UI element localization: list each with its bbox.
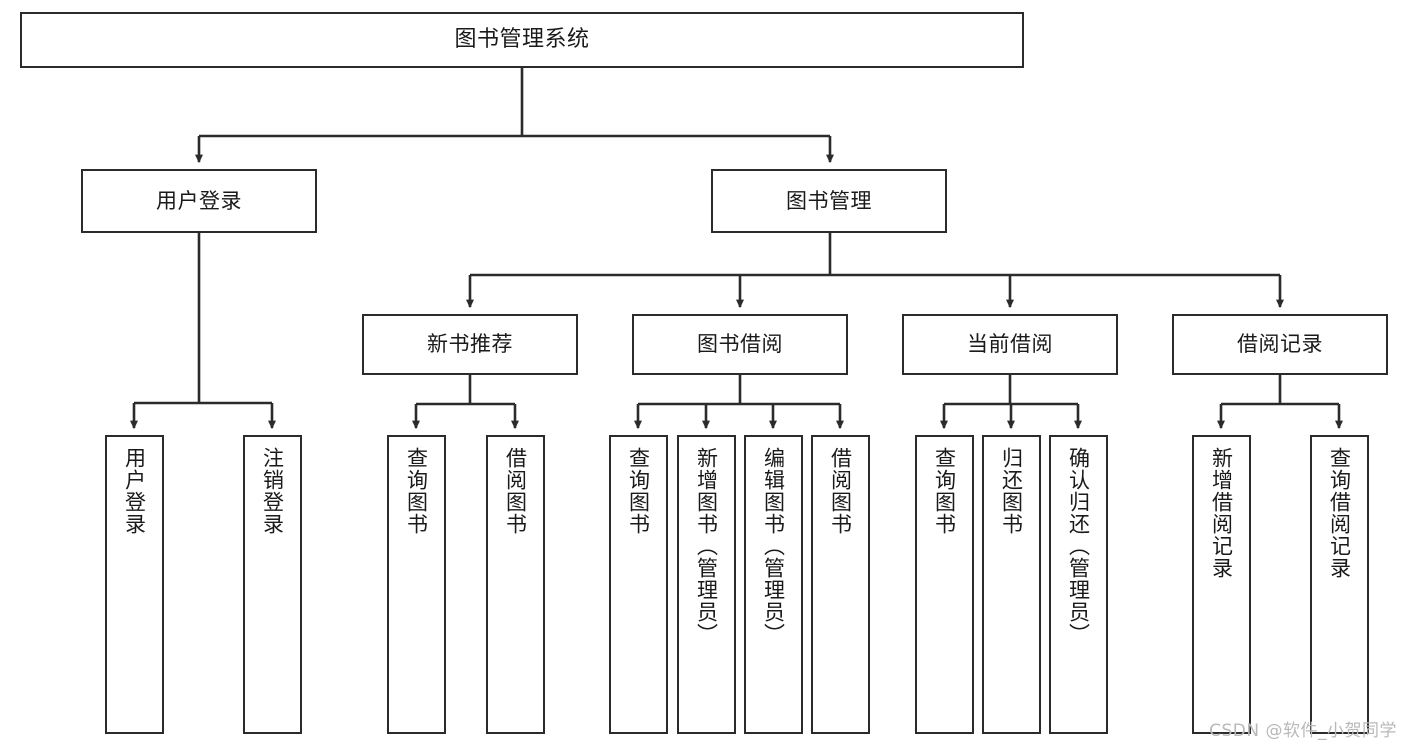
node-leaf-query-book-3[interactable]: 查询图书 [915,435,974,734]
node-leaf-return-book[interactable]: 归还图书 [982,435,1041,734]
node-leaf-borrow-book-1[interactable]: 借阅图书 [486,435,545,734]
node-leaf-query-book-2[interactable]: 查询图书 [609,435,668,734]
node-book-borrow[interactable]: 图书借阅 [632,314,848,375]
node-root-system[interactable]: 图书管理系统 [20,12,1024,68]
node-current-borrow[interactable]: 当前借阅 [902,314,1118,375]
node-leaf-logout[interactable]: 注销登录 [243,435,302,734]
node-leaf-confirm-return[interactable]: 确认归还（管理员） [1049,435,1108,734]
node-leaf-query-borrow-record[interactable]: 查询借阅记录 [1310,435,1369,734]
node-leaf-add-borrow-record[interactable]: 新增借阅记录 [1192,435,1251,734]
node-label: 查询图书 [626,447,651,535]
node-label: 图书管理 [786,188,872,213]
node-label: 新书推荐 [427,332,513,357]
node-user-login[interactable]: 用户登录 [81,169,317,233]
node-label: 查询借阅记录 [1327,447,1352,579]
node-leaf-add-book[interactable]: 新增图书（管理员） [677,435,736,734]
node-label: 新增图书（管理员） [694,447,719,645]
node-label: 归还图书 [999,447,1024,535]
node-label: 借阅图书 [828,447,853,535]
node-label: 注销登录 [260,447,285,535]
node-leaf-borrow-book-2[interactable]: 借阅图书 [811,435,870,734]
node-leaf-user-login[interactable]: 用户登录 [105,435,164,734]
node-label: 编辑图书（管理员） [761,447,786,645]
node-label: 借阅图书 [503,447,528,535]
node-borrow-record[interactable]: 借阅记录 [1172,314,1388,375]
node-new-book-recommend[interactable]: 新书推荐 [362,314,578,375]
node-label: 当前借阅 [967,332,1053,357]
node-label: 查询图书 [404,447,429,535]
node-label: 用户登录 [122,447,147,535]
node-label: 确认归还（管理员） [1066,447,1091,645]
node-leaf-query-book-1[interactable]: 查询图书 [387,435,446,734]
node-label: 图书借阅 [697,332,783,357]
node-label: 用户登录 [156,188,242,213]
node-label: 借阅记录 [1237,332,1323,357]
node-label: 查询图书 [932,447,957,535]
node-leaf-edit-book[interactable]: 编辑图书（管理员） [744,435,803,734]
watermark-text: CSDN @软件_小贺同学 [1209,721,1397,741]
node-label: 新增借阅记录 [1209,447,1234,579]
node-label: 图书管理系统 [454,27,590,53]
node-book-manage[interactable]: 图书管理 [711,169,947,233]
